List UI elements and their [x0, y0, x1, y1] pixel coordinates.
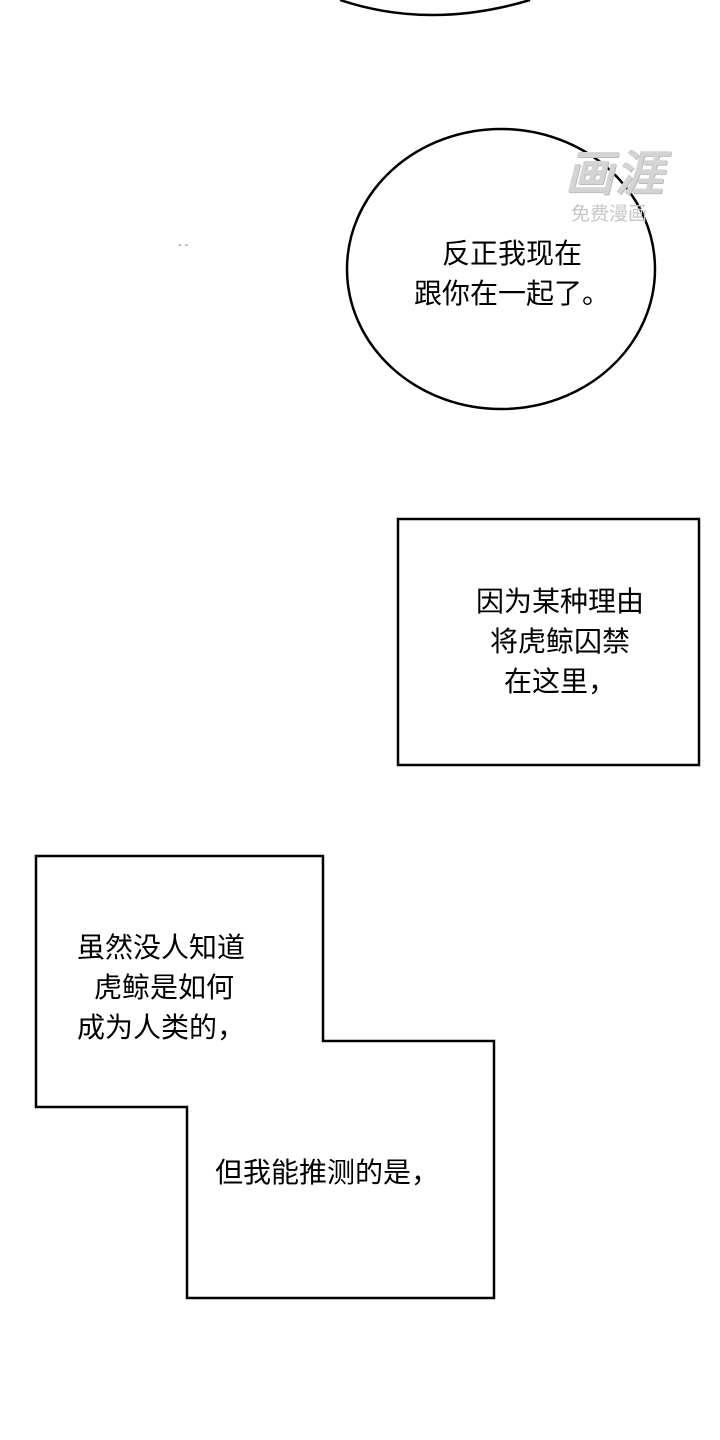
- caption-1-line-2: 将虎鲸囚禁: [489, 625, 630, 658]
- caption-box-2-3-outline: [34, 854, 496, 1300]
- caption-box-2-text: 虽然没人知道 虎鲸是如何 成为人类的，: [77, 928, 245, 1048]
- watermark-logo: 画涯: [565, 146, 666, 202]
- caption-box-1-text: 因为某种理由 将虎鲸囚禁 在这里，: [440, 582, 680, 702]
- caption-1-line-1: 因为某种理由: [475, 585, 644, 618]
- speech-line-1: 反正我现在: [441, 237, 582, 270]
- watermark: 画涯 免费漫画: [565, 146, 691, 246]
- watermark-subtitle: 免费漫画: [571, 203, 648, 225]
- caption-box-3-text: 但我能推测的是，: [215, 1153, 439, 1193]
- speech-line-2: 跟你在一起了。: [413, 277, 610, 310]
- caption-1-line-3: 在这里，: [503, 665, 616, 698]
- speech-bubble-outline: [345, 127, 657, 411]
- caption-2-line-2: 虎鲸是如何: [94, 971, 235, 1004]
- speed-mark: - -: [178, 240, 189, 251]
- caption-box-1-outline: [396, 517, 701, 767]
- speech-bubble-text: 反正我现在 跟你在一起了。: [397, 234, 627, 314]
- top-bubble-edge: [339, 0, 531, 17]
- caption-2-line-3: 成为人类的，: [77, 1011, 246, 1044]
- caption-2-line-1: 虽然没人知道: [77, 931, 246, 964]
- caption-3-line-1: 但我能推测的是，: [215, 1156, 440, 1189]
